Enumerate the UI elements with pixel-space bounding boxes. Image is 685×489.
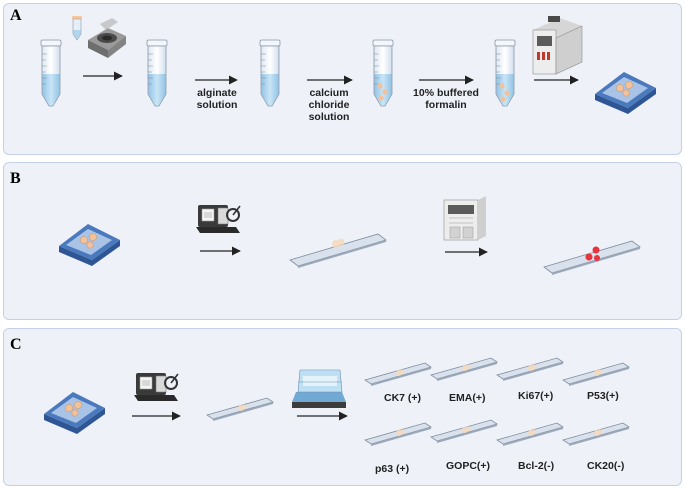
- cassette-icon: [43, 391, 106, 435]
- tube-alginate-icon: [259, 39, 281, 107]
- formalin-label: 10% buffered formalin: [413, 87, 479, 111]
- slide-ki67-icon: [496, 357, 564, 382]
- stain-label-gopc: GOPC(+): [446, 460, 491, 472]
- stain-label-p53: P53(+): [587, 390, 619, 402]
- slide-stained-icon: [543, 240, 641, 276]
- slide-unstained-icon: [289, 233, 387, 269]
- slide-p63-icon: [364, 422, 432, 447]
- small-tube-icon: [72, 16, 82, 41]
- slide-ck20-icon: [562, 422, 630, 447]
- tissue-processor-icon: [532, 16, 583, 75]
- slide-ck7-icon: [364, 362, 432, 387]
- panel-b-content: [58, 196, 641, 276]
- alginate-label: alginate solution: [196, 87, 238, 111]
- stain-label-bcl2: Bcl-2(-): [518, 460, 555, 472]
- microtome-icon: [133, 372, 179, 402]
- microtome-icon: [195, 204, 241, 234]
- panel-c-letter: C: [10, 336, 22, 353]
- slide-bcl2-icon: [496, 422, 564, 447]
- slide-ema-icon: [430, 357, 498, 382]
- panel-a-letter: A: [10, 7, 22, 24]
- tube-centrifuged-icon: [146, 39, 168, 107]
- slide-p53-icon: [562, 362, 630, 387]
- stain-label-ck7: CK7 (+): [384, 392, 422, 404]
- calcium-chloride-label: calcium chloride solution: [308, 87, 350, 123]
- stain-label-ema: EMA(+): [449, 392, 486, 404]
- stain-label-ck20: CK20(-): [587, 460, 625, 472]
- cassette-icon: [594, 71, 657, 115]
- slide-stainer-icon: [292, 369, 346, 408]
- centrifuge-icon: [88, 18, 126, 58]
- tube-formalin-icon: [494, 39, 516, 107]
- panel-a-content: [40, 16, 657, 115]
- stain-label-ki67: Ki67(+): [518, 390, 554, 402]
- tube-calcium-chloride-icon: [372, 39, 394, 107]
- stain-label-p63: p63 (+): [375, 463, 410, 475]
- cassette-icon: [58, 223, 121, 267]
- panel-b-letter: B: [10, 170, 21, 187]
- slide-section-icon: [206, 397, 274, 422]
- autostainer-icon: [443, 196, 486, 241]
- tube-sample-icon: [40, 39, 62, 107]
- panel-c-content: [43, 357, 630, 447]
- slide-gopc-icon: [430, 419, 498, 444]
